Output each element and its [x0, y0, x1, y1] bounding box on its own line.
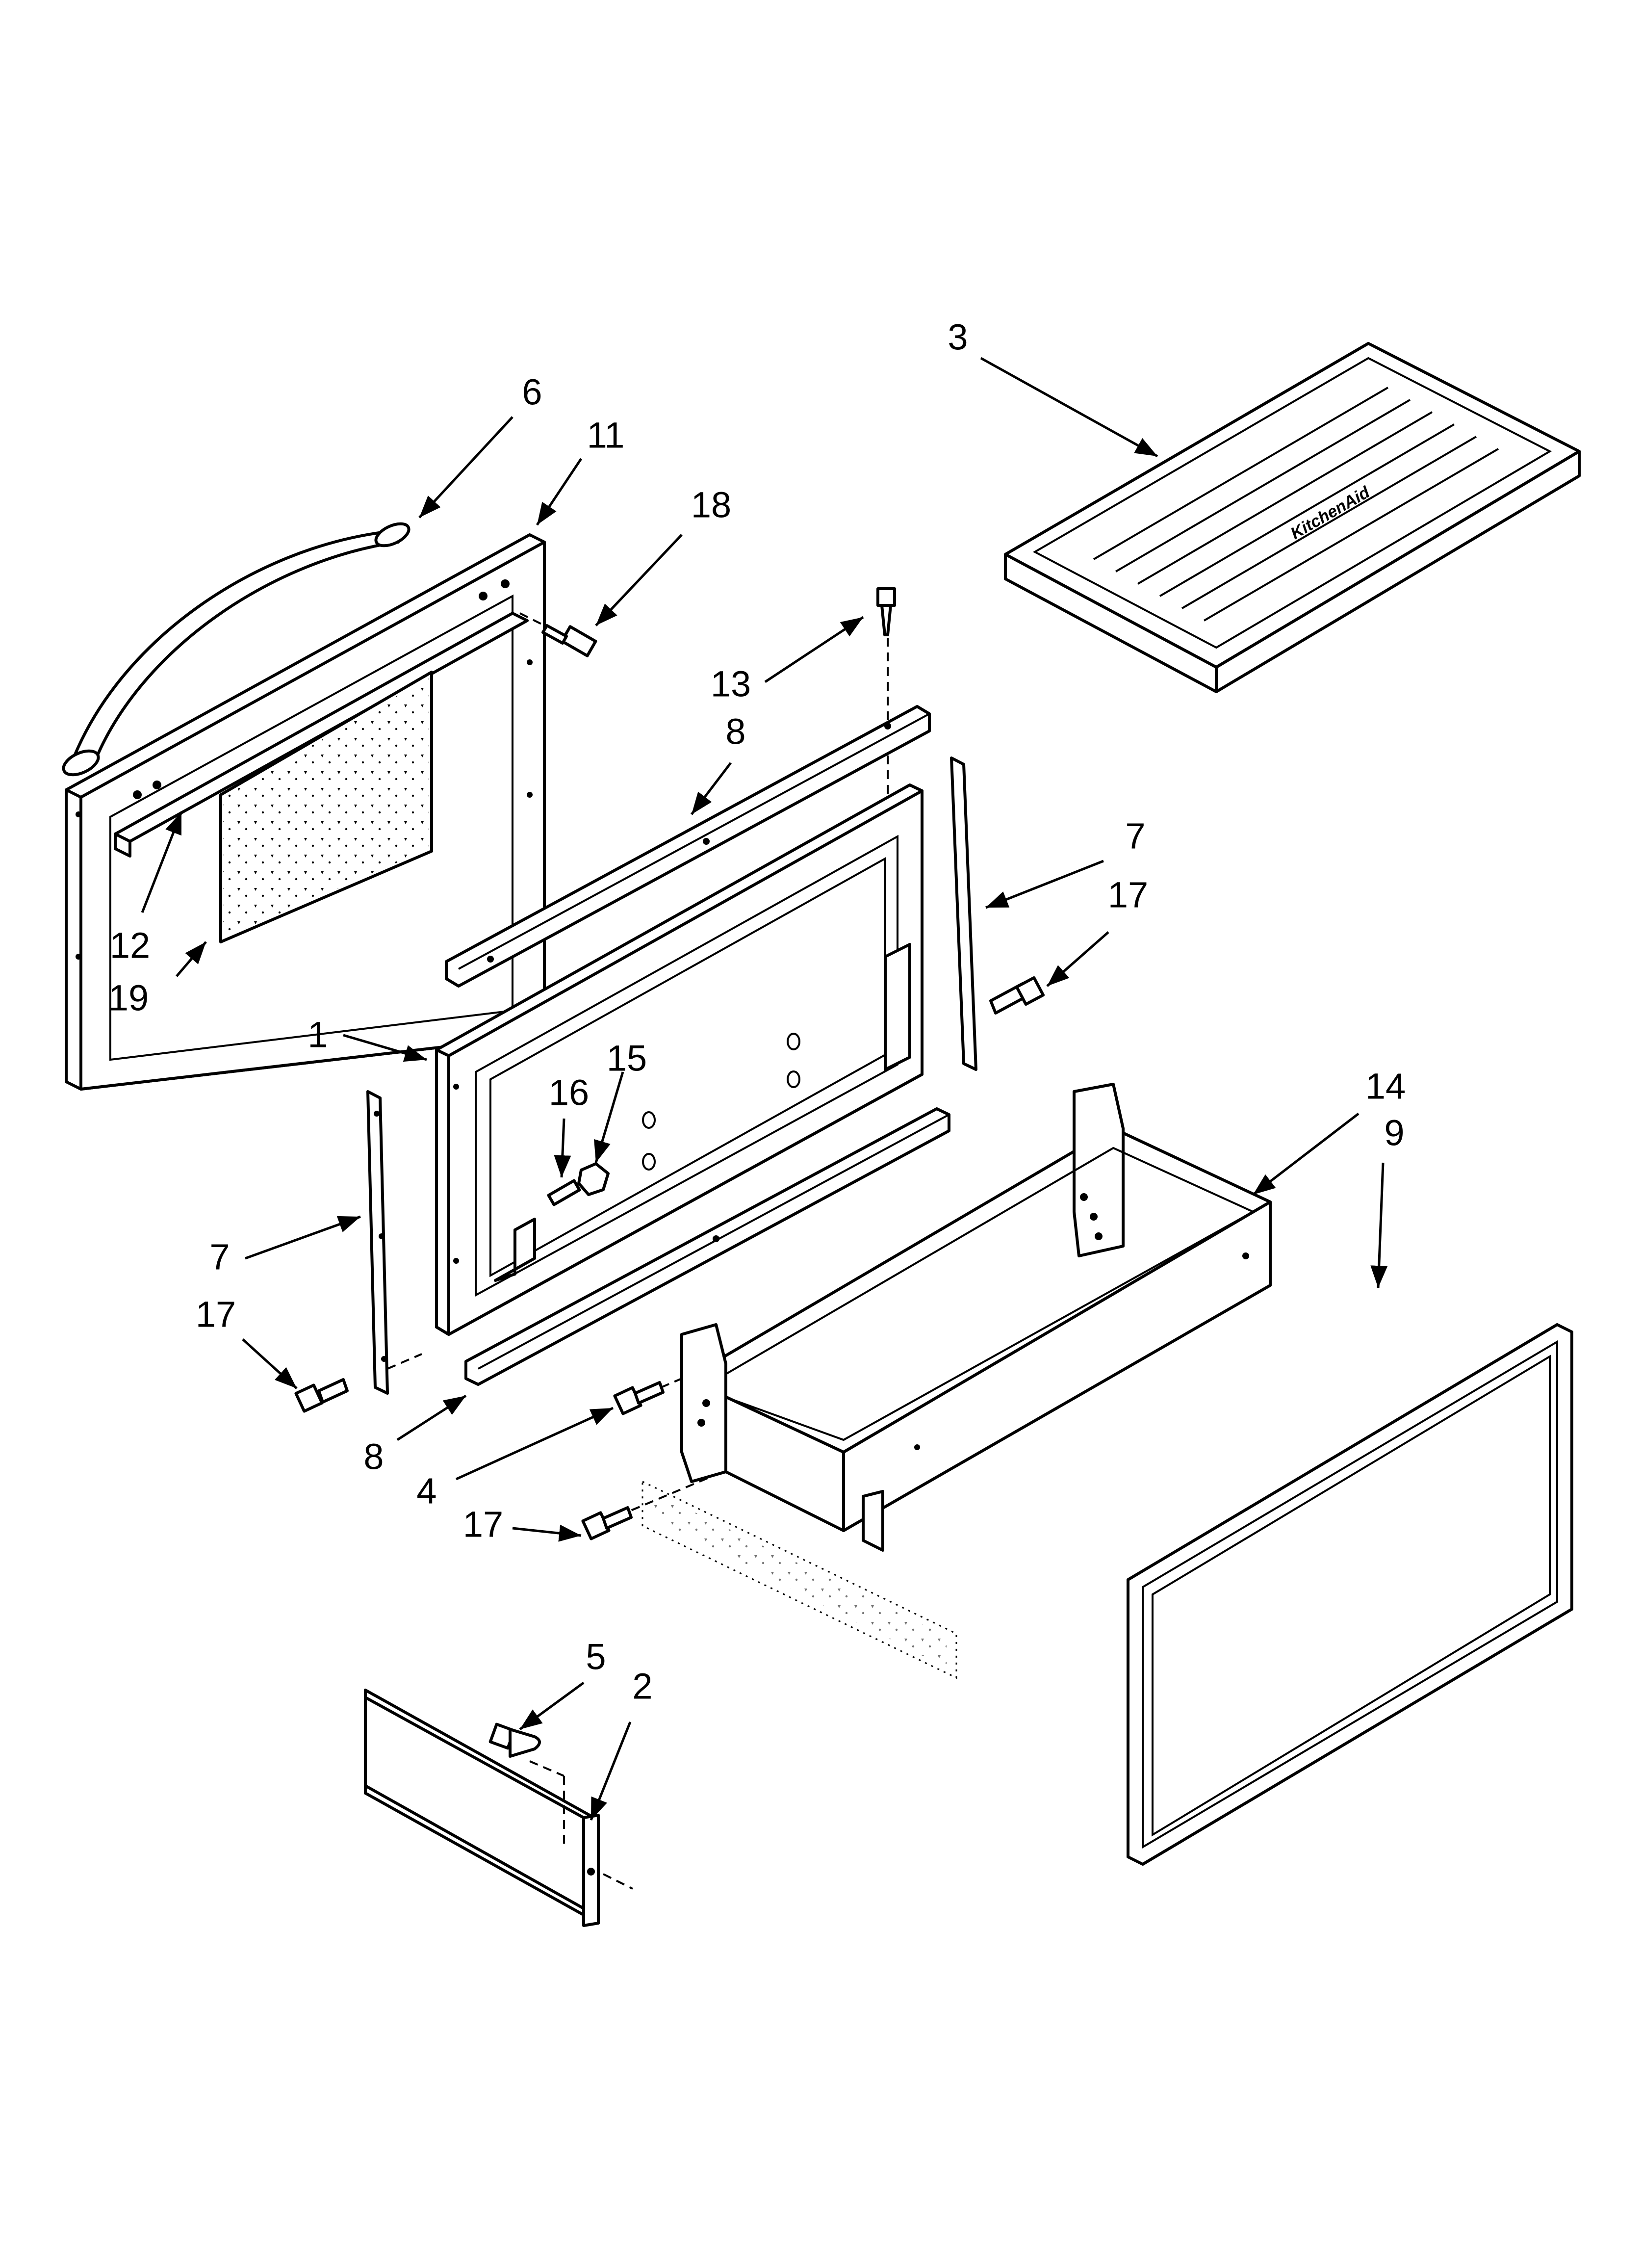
leader-17b	[242, 1338, 298, 1389]
label-7-left: 7	[209, 1237, 230, 1277]
label-16: 16	[549, 1072, 589, 1113]
door-gasket	[1127, 1323, 1573, 1866]
leader-12	[141, 811, 183, 913]
label-7-right: 7	[1125, 816, 1145, 857]
basket-holes	[697, 1193, 1249, 1450]
leader-14	[1252, 1113, 1360, 1196]
leader-4	[455, 1407, 614, 1481]
label-9: 9	[1384, 1113, 1404, 1153]
drawer-basket	[680, 1083, 1272, 1552]
label-3: 3	[948, 317, 968, 358]
leader-6	[418, 416, 513, 519]
leader-3	[980, 357, 1158, 458]
label-13: 13	[711, 664, 751, 704]
label-14: 14	[1365, 1066, 1406, 1107]
leader-17a	[1046, 931, 1109, 987]
kick-plate	[364, 1689, 633, 1927]
screw-18	[519, 612, 597, 657]
trim-strip-top	[445, 705, 931, 988]
leader-19	[176, 941, 207, 977]
label-1: 1	[308, 1015, 328, 1055]
shelf-tray: KitchenAid	[1004, 342, 1581, 693]
leader-15	[594, 1071, 624, 1163]
leader-11	[536, 458, 583, 526]
label-12: 12	[110, 925, 150, 966]
label-8-top: 8	[725, 711, 745, 752]
label-17-right: 17	[1108, 875, 1148, 915]
label-15: 15	[607, 1038, 647, 1079]
drawer-slide-rail	[641, 1480, 957, 1679]
label-17-left: 17	[196, 1294, 236, 1335]
liner-holes	[453, 1033, 800, 1264]
label-18: 18	[691, 485, 731, 525]
leader-5	[519, 1681, 585, 1731]
side-trim-right	[950, 756, 977, 1071]
label-4: 4	[416, 1471, 436, 1512]
label-8-bottom: 8	[363, 1436, 384, 1477]
leader-18	[595, 534, 683, 626]
label-5: 5	[586, 1637, 606, 1677]
screw-13	[876, 587, 896, 795]
screw-17-left	[294, 1353, 422, 1413]
leader-2	[590, 1721, 632, 1821]
leader-7b	[245, 1215, 361, 1260]
leader-7a	[985, 860, 1104, 909]
leader-9	[1370, 1162, 1388, 1288]
label-11: 11	[587, 415, 625, 456]
label-2: 2	[632, 1666, 652, 1707]
tray-slots	[1093, 387, 1499, 622]
part-labels: 3 6 11 18 13 8 7 17 12 19 1 16 15 14 9 7…	[108, 317, 1406, 1707]
nut-15	[577, 1162, 610, 1196]
leader-17c	[512, 1524, 582, 1542]
leader-8a	[691, 762, 732, 815]
leader-8b	[396, 1394, 467, 1441]
leader-16	[554, 1118, 571, 1178]
label-19: 19	[108, 978, 149, 1018]
door-handle	[62, 522, 410, 777]
screw-17-right	[989, 976, 1045, 1015]
screw-17-lower	[581, 1476, 712, 1540]
leader-13	[764, 616, 864, 683]
label-17-lower: 17	[463, 1504, 503, 1545]
screw-4	[613, 1378, 682, 1415]
insulation-pad	[219, 671, 433, 943]
channel-bracket	[114, 612, 529, 858]
leader-lines	[141, 357, 1388, 1821]
screw-5	[488, 1722, 541, 1758]
side-trim-left	[366, 1090, 389, 1395]
pin-16	[547, 1179, 581, 1206]
panel-screw-holes	[76, 579, 533, 960]
leader-1	[343, 1034, 427, 1062]
trim-strip-bottom	[464, 1107, 950, 1386]
label-6: 6	[522, 372, 542, 413]
